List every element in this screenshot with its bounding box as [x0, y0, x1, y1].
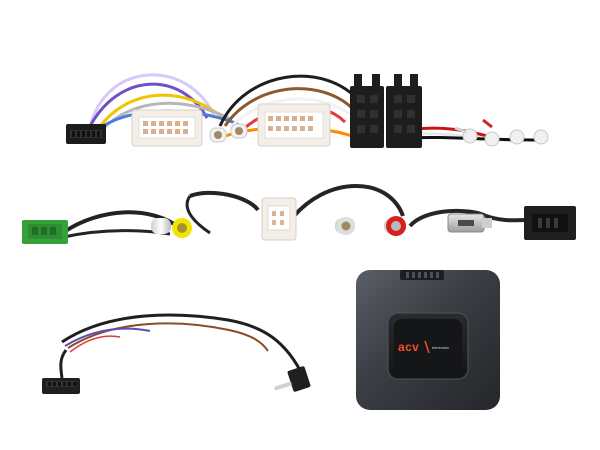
- usb-adapter-cable: [408, 206, 576, 240]
- antenna-plugs: [209, 123, 248, 143]
- module-logo: acv: [398, 340, 419, 354]
- white-vehicle-connector-1: [131, 109, 203, 147]
- iso-connector-pair: [350, 74, 422, 148]
- black-pin-connector-left: [66, 124, 106, 144]
- aux-adapter-cable: [185, 183, 406, 241]
- small-output-plugs: [454, 118, 549, 147]
- steering-wheel-remote-cable: [42, 313, 311, 394]
- module-logo-subtext: electronic: [432, 345, 449, 350]
- main-wiring-harness: [66, 73, 549, 148]
- white-vehicle-connector-2: [257, 103, 331, 147]
- camera-adapter-cable: [22, 210, 192, 244]
- interface-module: acv electronic: [356, 270, 500, 410]
